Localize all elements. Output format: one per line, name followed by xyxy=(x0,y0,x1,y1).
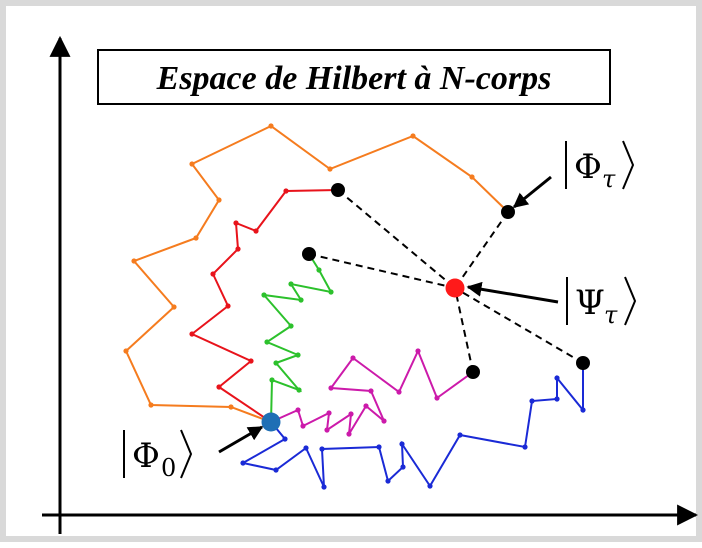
blue-walk-vertex xyxy=(385,478,391,484)
green-walk-vertex xyxy=(328,289,334,295)
magenta-walk-vertex xyxy=(328,385,334,391)
blue-walk-vertex xyxy=(319,446,325,452)
walk-endpoints xyxy=(302,183,590,379)
magenta-walk-vertex xyxy=(381,418,387,424)
blue-walk-vertex xyxy=(554,396,560,402)
green-walk-vertex xyxy=(295,352,301,358)
endpoint-red-walk xyxy=(331,183,345,197)
blue-walk-vertex xyxy=(457,432,463,438)
title-box xyxy=(97,49,611,105)
magenta-walk-vertex xyxy=(363,403,369,409)
ket-phi-tau: Φ τ xyxy=(565,140,635,193)
orange-walk-vertex xyxy=(228,404,234,410)
endpoint-orange-walk xyxy=(501,205,515,219)
endpoint-blue-walk xyxy=(576,356,590,370)
blue-walk-vertex xyxy=(240,460,246,466)
phi-0-node xyxy=(261,412,281,432)
endpoint-magenta-walk xyxy=(466,365,480,379)
orange-walk-vertex xyxy=(193,235,199,241)
blue-walk-vertex xyxy=(321,484,327,490)
green-walk-vertex xyxy=(316,267,322,273)
ket-psi-tau: Ψ τ xyxy=(566,276,637,329)
orange-walk-vertex xyxy=(216,197,222,203)
magenta-walk-vertex xyxy=(346,431,352,437)
phi-0-pointer xyxy=(218,425,264,454)
red-walk-vertex xyxy=(210,271,216,277)
magenta-walk-vertex xyxy=(396,389,402,395)
green-walk-vertex xyxy=(273,360,279,366)
phi-tau-pointer xyxy=(512,175,552,209)
red-walk-vertex xyxy=(253,228,259,234)
diagram-title: Espace de Hilbert à N-corps xyxy=(156,60,552,97)
green-walk-vertex xyxy=(261,292,267,298)
red-walk xyxy=(189,188,339,423)
psi-tau-node xyxy=(445,278,465,298)
blue-walk-vertex xyxy=(282,436,288,442)
blue-walk-vertex xyxy=(273,467,279,473)
magenta-walk-vertex xyxy=(295,407,301,413)
blue-walk-vertex xyxy=(580,407,586,413)
ket-phi-tau-symbol: Φ xyxy=(574,147,602,187)
magenta-walk-vertex xyxy=(326,410,332,416)
blue-walk-line xyxy=(240,363,584,488)
green-walk xyxy=(261,253,334,423)
magenta-walk-vertex xyxy=(324,427,330,433)
orange-walk-vertex xyxy=(268,123,274,129)
magenta-walk-line xyxy=(270,348,474,435)
magenta-walk-vertex xyxy=(415,348,421,354)
orange-walk-line xyxy=(124,124,509,423)
red-walk-vertex xyxy=(235,246,241,252)
ket-phi-0-symbol: Φ xyxy=(132,436,160,476)
random-walks xyxy=(123,123,586,490)
orange-walk-vertex xyxy=(123,348,129,354)
green-walk-vertex xyxy=(288,281,294,287)
blue-walk-vertex xyxy=(376,444,382,450)
magenta-walk-vertex xyxy=(434,395,440,401)
orange-walk-vertex xyxy=(148,402,154,408)
red-walk-vertex xyxy=(189,331,195,337)
red-walk-vertex xyxy=(283,188,289,194)
green-walk-vertex xyxy=(298,297,304,303)
endpoint-green-walk xyxy=(302,247,316,261)
ket-phi-0: Φ 0 xyxy=(123,429,193,482)
blue-walk-vertex xyxy=(399,441,405,447)
orange-walk-vertex xyxy=(131,258,137,264)
blue-walk-vertex xyxy=(303,445,309,451)
orange-walk-vertex xyxy=(171,304,177,310)
green-walk-vertex xyxy=(288,323,294,329)
blue-walk-vertex xyxy=(400,464,406,470)
blue-walk xyxy=(240,363,586,490)
green-walk-vertex xyxy=(296,387,302,393)
red-walk-vertex xyxy=(216,384,222,390)
orange-walk-vertex xyxy=(469,174,475,180)
ket-phi-0-subscript: 0 xyxy=(161,454,176,482)
green-walk-line xyxy=(261,253,333,423)
dashed-connectors xyxy=(308,189,584,373)
red-walk-line xyxy=(190,189,339,423)
ket-phi-tau-subscript: τ xyxy=(602,165,616,193)
red-walk-vertex xyxy=(248,358,254,364)
magenta-walk-vertex xyxy=(368,388,374,394)
orange-walk-vertex xyxy=(410,133,416,139)
magenta-walk-vertex xyxy=(350,355,356,361)
blue-walk-vertex xyxy=(522,444,528,450)
ket-psi-tau-symbol: Ψ xyxy=(575,283,605,323)
magenta-walk-vertex xyxy=(300,423,306,429)
magenta-walk-vertex xyxy=(348,411,354,417)
blue-walk-vertex xyxy=(554,375,560,381)
magenta-walk xyxy=(270,348,474,437)
orange-walk xyxy=(123,123,509,423)
ket-psi-tau-subscript: τ xyxy=(604,301,618,329)
red-walk-vertex xyxy=(225,303,231,309)
green-walk-vertex xyxy=(269,377,275,383)
red-walk-vertex xyxy=(233,220,239,226)
orange-walk-vertex xyxy=(327,166,333,172)
orange-walk-vertex xyxy=(189,161,195,167)
blue-walk-vertex xyxy=(529,398,535,404)
green-walk-vertex xyxy=(264,339,270,345)
blue-walk-vertex xyxy=(427,483,433,489)
hilbert-space-diagram: Espace de Hilbert à N-corps xyxy=(42,35,699,534)
psi-tau-pointer xyxy=(466,281,559,304)
